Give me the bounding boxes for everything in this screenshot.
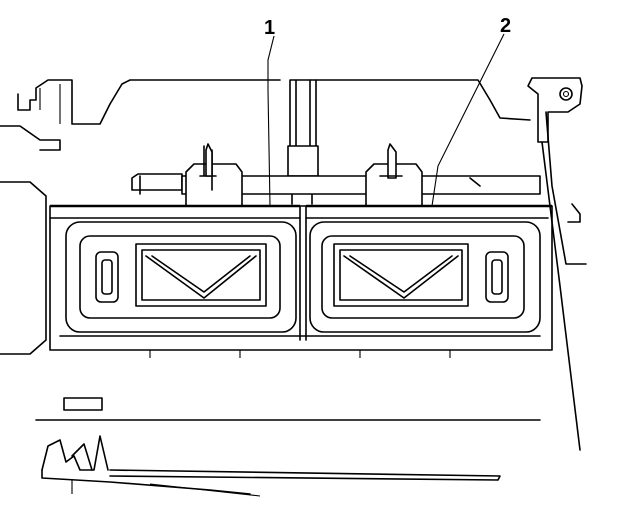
right-mounting-clip	[365, 143, 423, 207]
callout-2-label: 2	[500, 15, 511, 37]
left-mounting-clip	[185, 143, 243, 207]
right-louver	[333, 243, 469, 307]
leader-line-2	[431, 33, 505, 207]
center-rod	[287, 79, 319, 205]
lower-trim	[35, 397, 541, 497]
right-side-bracket	[527, 77, 587, 451]
left-louver	[135, 243, 267, 307]
leader-lines	[267, 33, 505, 207]
callout-1-label: 1	[264, 17, 275, 39]
leader-line-1	[267, 35, 275, 207]
dash-frame-outline	[0, 79, 531, 355]
